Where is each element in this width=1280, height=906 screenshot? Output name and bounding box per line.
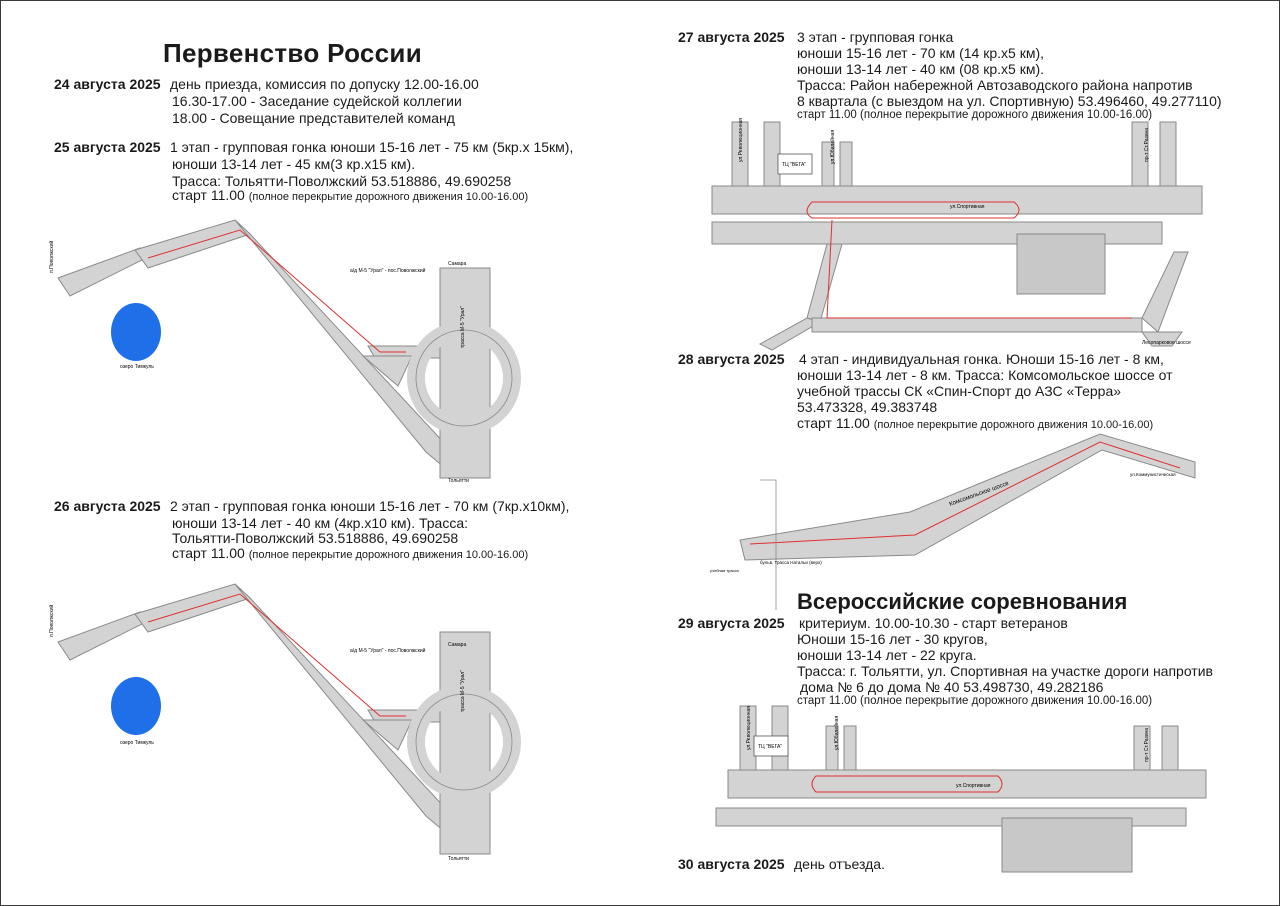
day5-line4: 53.473328, 49.383748 [797,399,938,415]
label-razin-2: пр-т Ст.Разина [1144,728,1150,762]
day5-note: (полное перекрытие дорожного движения 10… [873,419,1154,431]
label-lesopark: Лесопарковое шоссе [1142,340,1191,346]
day3-note: (полное перекрытие дорожного движения 10… [248,549,529,561]
day4-line3: юноши 13-14 лет - 40 км (08 кр.х5 км). [797,61,1045,77]
day4-line6: старт 11.00 (полное перекрытие дорожного… [797,109,1153,121]
label-lake: озеро Тимкуль [120,364,154,370]
day3-date: 26 августа 2025 [54,498,161,514]
label-sport: ул.Спортивная [950,204,985,210]
label-povolzhsky: п.Поволжский [48,241,55,273]
label-samara: Самара [448,261,466,267]
day4-line5: 8 квартала (с выездом на ул. Спортивную)… [797,93,1222,109]
label-lake-2: озеро Тимкуль [120,740,154,746]
day2-date: 25 августа 2025 [54,139,161,155]
route-map-criterium: ул.Революционная ул.Юбилейная пр-т Ст.Ра… [715,705,1207,873]
day5-line3: учебной трассы СК «Спин-Спорт до АЗС «Те… [797,383,1122,399]
day6-date: 29 августа 2025 [678,615,785,631]
label-vega: ТЦ "ВЕГА" [782,162,806,168]
day2-note: (полное перекрытие дорожного движения 10… [248,191,529,203]
day6-line4: Трасса: г. Тольятти, ул. Спортивная на у… [797,663,1213,679]
day1-line3: 18.00 - Совещание представителей команд [172,110,455,126]
day6-line1: критериум. 10.00-10.30 - старт ветеранов [799,615,1068,631]
lake-timkul [111,303,161,361]
day4-date: 27 августа 2025 [678,29,785,45]
label-razin: пр-т Ст.Разина [1144,128,1150,162]
race-route-2 [147,593,406,717]
title-championship: Первенство России [163,38,422,68]
race-route-4 [749,441,1181,545]
day2-start: старт 11.00 [172,187,245,203]
day1-line2: 16.30-17.00 - Заседание судейской коллег… [172,93,462,109]
label-trassa: трасса М-5 "Урал" [460,306,466,348]
label-yubil-2: ул.Юбилейная [833,716,840,750]
road-network-3 [711,121,1203,351]
label-vega-2: ТЦ "ВЕГА" [758,744,782,750]
day5-start-row: старт 11.00 (полное перекрытие дорожного… [797,415,1153,434]
day2-line1: 1 этап - групповая гонка юноши 15-16 лет… [170,139,574,155]
day2-line2: юноши 13-14 лет - 45 км(3 кр.х15 км). [172,156,416,172]
route-map-stage1: п.Поволжский а/д М-5 "Урал" - пос.Поволж… [48,219,521,484]
day3-start: старт 11.00 [172,545,245,561]
day2-start-row: старт 11.00 (полное перекрытие дорожного… [172,187,528,206]
route-map-stage3: ул.Революционная ул.Юбилейная пр-т Ст.Ра… [711,118,1203,351]
day3-line1: 2 этап - групповая гонка юноши 15-16 лет… [170,498,570,514]
day2-line3: Трасса: Тольятти-Поволжский 53.518886, 4… [172,173,512,189]
road-network-5 [715,705,1207,827]
label-uchebn: учебная трасса [710,568,740,573]
day7-date: 30 августа 2025 [678,856,785,872]
day4-line4: Трасса: Район набережной Автозаводского … [797,77,1193,93]
title-allrussian: Всероссийские соревнования [797,589,1128,614]
race-route [147,229,406,353]
building-block [1016,233,1106,295]
race-route-3 [806,201,1132,319]
lake-timkul-2 [111,677,161,735]
label-tolyatti-2: Тольятти [448,856,469,862]
day4-line1: 3 этап - групповая гонка [797,29,954,45]
race-route-5 [811,775,1003,793]
day7-line1: день отъезда. [794,856,885,872]
label-povolzhsky-2: п.Поволжский [48,605,55,637]
label-samara-2: Самара [448,642,466,648]
day6-line5: дома № 6 до дома № 40 53.498730, 49.2821… [800,679,1104,695]
day4-line2: юноши 15-16 лет - 70 км (14 кр.х5 км), [797,45,1045,61]
road-network-4 [739,433,1196,561]
day3-line3: Тольятти-Поволжский 53.518886, 49.690258 [172,530,459,546]
day5-line1: 4 этап - индивидуальная гонка. Юноши 15-… [799,351,1164,367]
label-revol: ул.Революционная [738,118,744,162]
day6-line3: юноши 13-14 лет - 22 круга. [797,647,977,663]
route-map-stage2: п.Поволжский а/д М-5 "Урал" - пос.Поволж… [48,583,521,862]
label-revol-2: ул.Революционная [746,706,752,750]
day5-line2: юноши 13-14 лет - 8 км. Трасса: Комсомол… [797,367,1173,383]
day5-date: 28 августа 2025 [678,351,785,367]
label-sport-2: ул.Спортивная [956,783,991,789]
building-vega-2 [753,735,789,757]
label-bulvar: бульв. Трасса Натальи (верх) [760,560,822,565]
label-yubil: ул.Юбилейная [829,130,836,164]
route-map-stage4: Комсомольское шоссе ул.Коммунистическая … [710,433,1196,610]
label-tolyatti: Тольятти [448,478,469,484]
label-highway: а/д М-5 "Урал" - пос.Поволжский [350,267,426,274]
day1-line1: день приезда, комиссия по допуску 12.00-… [170,76,479,92]
day6-line6: старт 11.00 (полное перекрытие дорожного… [797,695,1153,707]
label-kommun: ул.Коммунистическая [1130,472,1176,477]
day5-start: старт 11.00 [797,415,870,431]
building-vega [777,153,813,175]
day1-date: 24 августа 2025 [54,76,161,92]
day6-line2: Юноши 15-16 лет - 30 кругов, [797,631,988,647]
building-block-2 [1001,817,1133,873]
label-trassa-2: трасса М-5 "Урал" [460,670,466,712]
day3-start-row: старт 11.00 (полное перекрытие дорожного… [172,545,528,564]
label-highway-2: а/д М-5 "Урал" - пос.Поволжский [350,647,426,654]
day3-line2: юноши 13-14 лет - 40 км (4кр.х10 км). Тр… [172,515,469,531]
